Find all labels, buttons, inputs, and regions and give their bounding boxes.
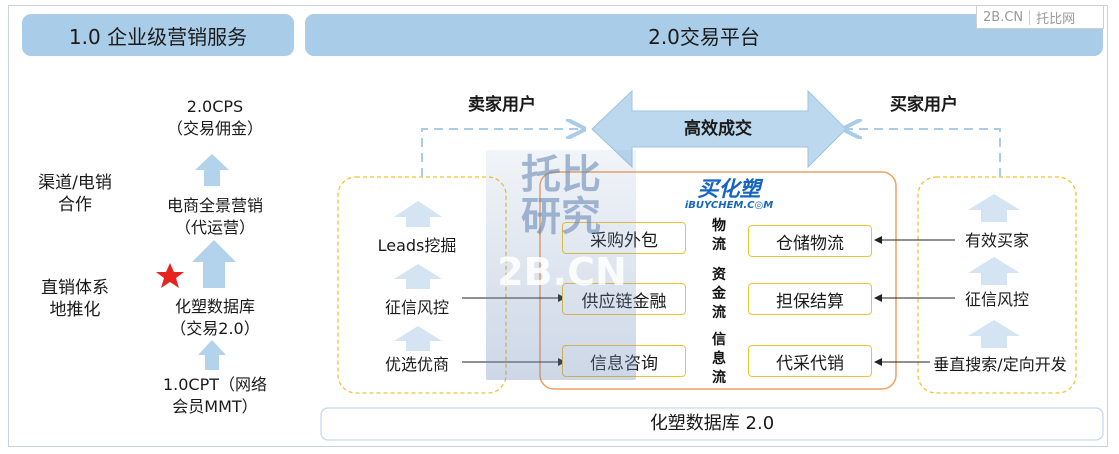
corner-brand: 2B.CN 托比网: [976, 5, 1104, 29]
level-database-line-1: 化塑数据库: [174, 297, 255, 316]
double-arrow: [591, 89, 847, 169]
flow-logistics-char-1: 物: [712, 218, 726, 234]
platform-box: [539, 171, 897, 390]
seller-item-leads: Leads挖掘: [377, 236, 457, 255]
seller-users-label: 卖家用户: [468, 95, 536, 115]
buyer-item-credit: 征信风控: [964, 290, 1029, 309]
level-cps-line-2: （交易佣金）: [166, 119, 263, 138]
buyer-item-search: 垂直搜索/定向开发: [933, 355, 1067, 374]
level-cpt-line-1: 1.0CPT（网络: [162, 375, 268, 394]
seller-arrow-1: [394, 201, 442, 227]
flow-logistics-char-2: 流: [712, 237, 726, 253]
header-trading-platform: 2.0交易平台: [305, 14, 1103, 56]
service-box-agency: 代采代销: [748, 345, 872, 377]
watermark-line-1: 托比: [521, 152, 601, 198]
flow-logistics: 物 流: [709, 217, 729, 255]
flow-capital-char-3: 流: [712, 305, 726, 321]
efficient-deal-label: 高效成交: [684, 119, 752, 139]
seller-item-credit: 征信风控: [384, 298, 449, 317]
ibuychem-logo: 买化塑 iBUYCHEM.C◎M: [674, 178, 784, 212]
flow-capital: 资 金 流: [709, 266, 729, 323]
level-database: 化塑数据库 （交易2.0）: [150, 296, 280, 340]
watermark: [486, 150, 636, 380]
direct-line-2: 地推化: [49, 300, 101, 320]
direct-line-1: 直销体系: [41, 278, 109, 298]
service-box-info-consult: 信息咨询: [562, 345, 686, 377]
direct-label: 直销体系 地推化: [20, 277, 130, 321]
service-box-storage: 仓储物流: [748, 225, 872, 257]
footer-bar: [320, 407, 1104, 441]
diagram-frame: [8, 5, 1108, 447]
watermark-line-3: 2B.CN: [497, 250, 627, 294]
level-ecommerce-line-2: （代运营）: [174, 218, 255, 237]
flow-capital-char-2: 金: [712, 286, 726, 302]
seller-arrow-2: [394, 264, 442, 289]
flow-information-char-1: 信: [712, 332, 726, 348]
service-box-procurement: 采购外包: [562, 222, 686, 254]
seller-arrow-3: [394, 326, 442, 351]
buyer-arrow-3: [968, 320, 1020, 348]
buyer-arrow-1: [968, 194, 1020, 222]
logo-en: iBUYCHEM.C◎M: [684, 200, 774, 211]
buyer-item-effective: 有效买家: [964, 231, 1029, 250]
logo-cn: 买化塑: [697, 177, 761, 201]
flow-capital-char-1: 资: [712, 267, 726, 283]
footer-database-label: 化塑数据库 2.0: [649, 413, 775, 434]
buyer-users-label: 买家用户: [890, 95, 958, 115]
buyer-arrow-2: [968, 257, 1020, 285]
level-cpt-line-2: 会员MMT）: [172, 397, 258, 416]
channel-line-2: 合作: [58, 195, 92, 215]
header-enterprise-marketing: 1.0 企业级营销服务: [22, 14, 294, 56]
flow-information: 信 息 流: [709, 331, 729, 388]
seller-dashed-link: [421, 129, 582, 177]
level-cpt: 1.0CPT（网络 会员MMT）: [150, 374, 280, 418]
level-arrow-1: [195, 154, 229, 186]
star-icon: [156, 263, 184, 288]
seller-item-select: 优选优商: [384, 355, 449, 374]
channel-label: 渠道/电销 合作: [20, 172, 130, 216]
buyer-group: [917, 176, 1077, 394]
flow-information-char-2: 息: [712, 351, 726, 367]
level-ecommerce-line-1: 电商全景营销: [166, 196, 263, 215]
level-database-line-2: （交易2.0）: [170, 319, 260, 338]
buyer-dashed-link: [846, 129, 1001, 177]
level-cps: 2.0CPS （交易佣金）: [150, 96, 280, 140]
flow-information-char-3: 流: [712, 370, 726, 386]
corner-brand-domain: 2B.CN: [977, 9, 1031, 25]
level-arrow-2: [192, 240, 236, 288]
level-cps-line-1: 2.0CPS: [186, 97, 244, 116]
service-box-supply-finance: 供应链金融: [562, 283, 686, 315]
level-arrow-3: [198, 340, 226, 370]
corner-brand-name: 托比网: [1036, 11, 1076, 27]
channel-line-1: 渠道/电销: [38, 173, 112, 193]
watermark-line-2: 研究: [521, 194, 601, 240]
level-ecommerce: 电商全景营销 （代运营）: [150, 195, 280, 239]
service-box-guarantee: 担保结算: [748, 283, 872, 315]
